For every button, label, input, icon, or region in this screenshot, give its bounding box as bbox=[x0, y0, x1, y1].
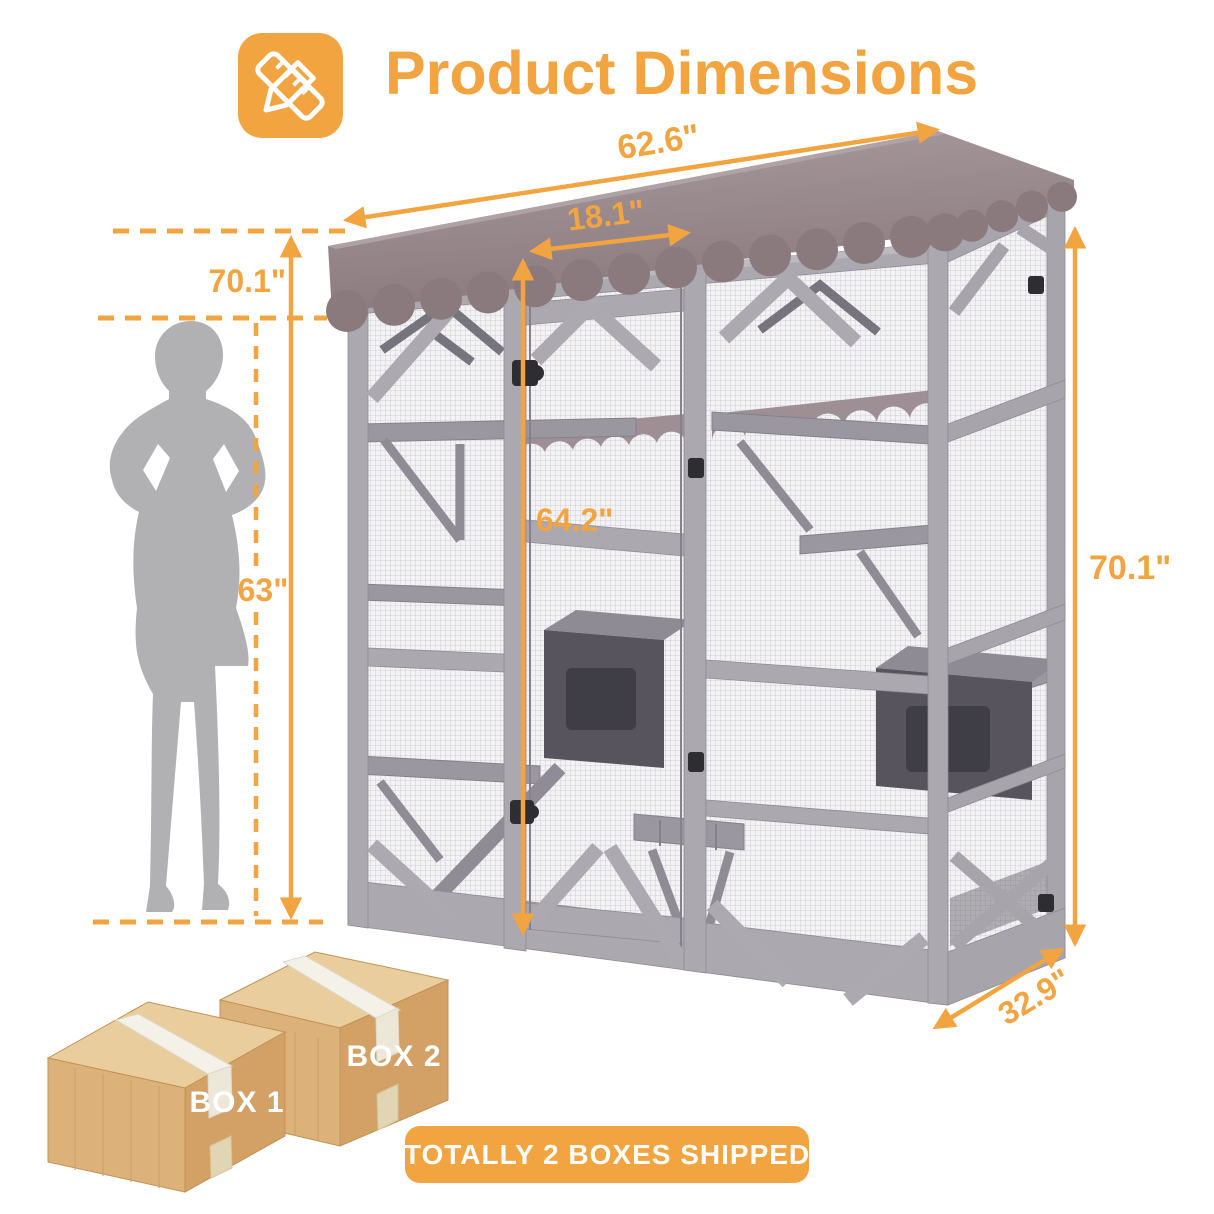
person-silhouette bbox=[109, 321, 266, 912]
ruler-pencil-icon bbox=[238, 33, 343, 138]
door-hinges bbox=[688, 458, 704, 772]
catio-side-braces bbox=[948, 222, 1064, 951]
depth-arrow bbox=[932, 947, 1065, 1030]
box-1 bbox=[46, 1001, 287, 1193]
shipping-boxes: BOX 2 BOX 1 bbox=[46, 951, 450, 1193]
box-2-label: BOX 2 bbox=[346, 1040, 441, 1073]
overall-width-arrow bbox=[342, 121, 941, 229]
dimension-label-door-height: 64.2" bbox=[536, 502, 613, 538]
dimension-label-person-height: 63" bbox=[238, 572, 289, 608]
cat-hide-box-left bbox=[544, 610, 694, 768]
page-title: Product Dimensions bbox=[385, 39, 979, 107]
cat-ramp bbox=[426, 762, 566, 908]
dimension-label-left-height: 70.1" bbox=[209, 263, 286, 299]
catio-front-braces bbox=[366, 267, 929, 1006]
shipping-banner-text: TOTALLY 2 BOXES SHIPPED bbox=[404, 1139, 810, 1170]
interior-valance-right bbox=[712, 389, 943, 440]
shipping-banner: TOTALLY 2 BOXES SHIPPED bbox=[404, 1126, 810, 1183]
dimension-label-overall-width: 62.6" bbox=[615, 117, 702, 167]
dimension-label-right-height: 70.1" bbox=[1089, 549, 1171, 587]
side-latches bbox=[1028, 276, 1054, 912]
header: Product Dimensions bbox=[0, 0, 1214, 150]
catio-illustration bbox=[326, 131, 1077, 1006]
door-width-arrow bbox=[528, 223, 692, 261]
box-1-label: BOX 1 bbox=[189, 1086, 284, 1119]
